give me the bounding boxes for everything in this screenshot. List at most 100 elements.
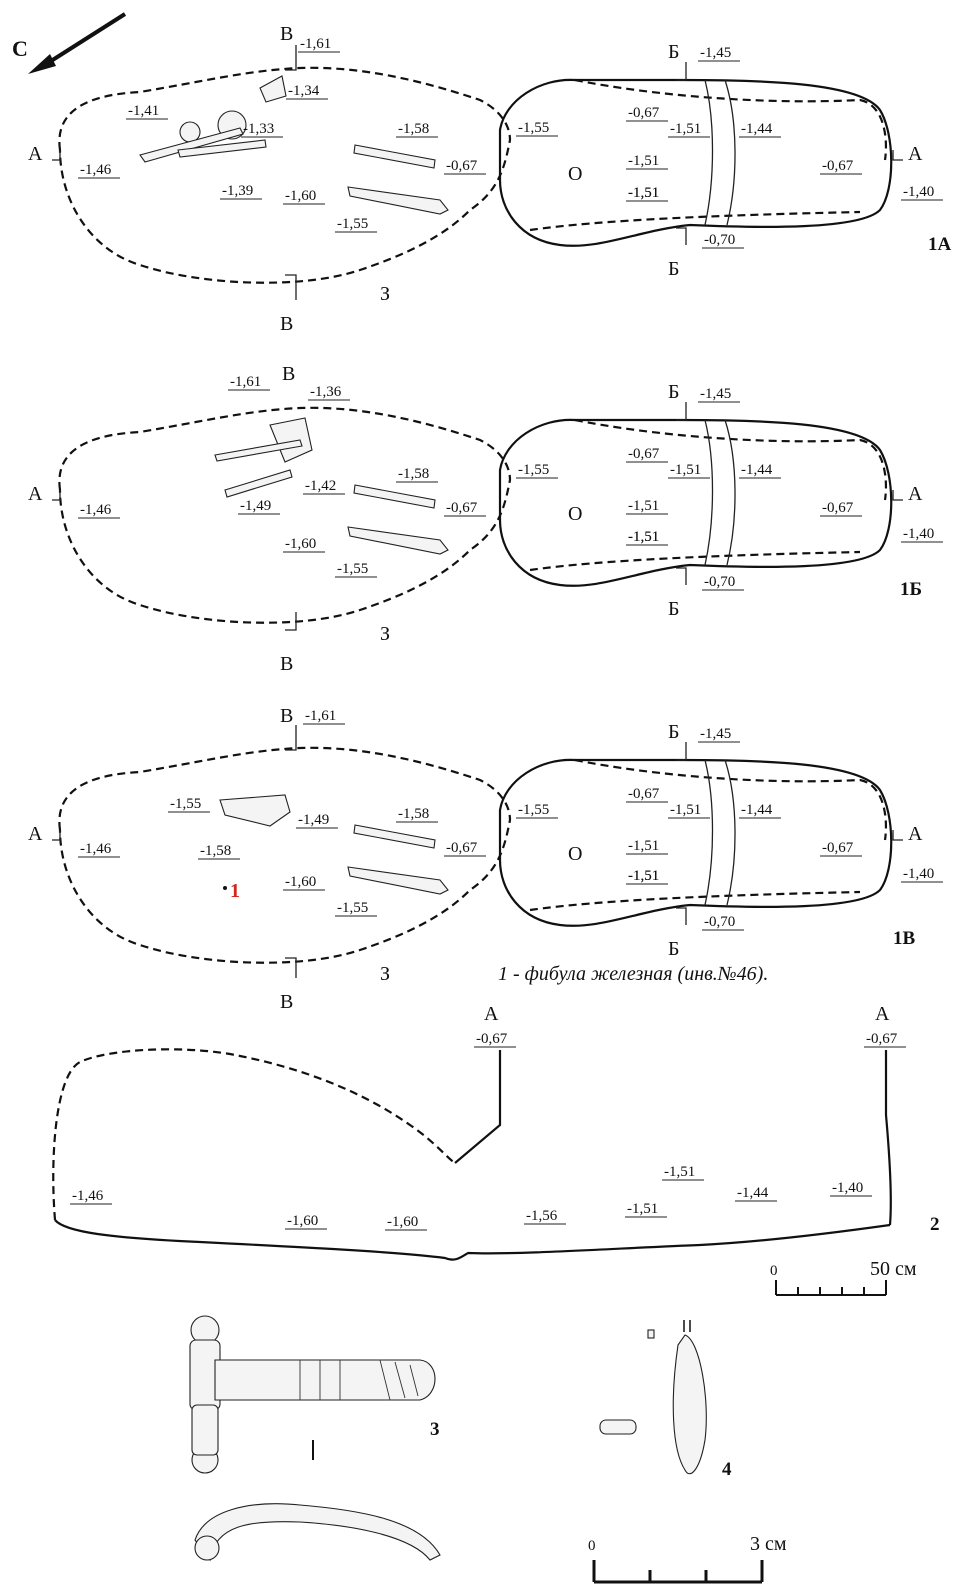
depth-label: -1,45 (700, 386, 731, 402)
depth-label: -1,46 (80, 841, 112, 857)
scale-bar-3cm: 0 3 см (588, 1533, 787, 1584)
scale-bar-50cm: 0 50 см (770, 1258, 917, 1296)
depth-label: -1,46 (80, 502, 112, 518)
depth-label: -1,60 (285, 536, 316, 552)
depth-label: -1,55 (518, 802, 549, 818)
section-label-a1: А (875, 1003, 890, 1025)
profile-top-right-depth: -0,67 (866, 1031, 898, 1047)
depth-label: -1,60 (285, 188, 316, 204)
section-label-a1: А (28, 483, 43, 505)
section-label-a: А (908, 823, 923, 845)
profile-top-left-depth: -0,67 (476, 1031, 508, 1047)
profile-depth-label: -1,51 (627, 1201, 658, 1217)
ground-mark-z: З (380, 283, 390, 305)
section-label-b: Б (668, 598, 679, 620)
depth-label: -0,67 (446, 158, 478, 174)
section-label-b: Б (668, 258, 679, 280)
depth-label: -1,49 (240, 498, 271, 514)
depth-label: -1,60 (285, 874, 316, 890)
depth-label: -1,55 (518, 120, 549, 136)
depth-label: -1,40 (903, 526, 934, 542)
north-arrow: С (12, 12, 127, 74)
ground-mark-z: З (380, 963, 390, 985)
depth-label: -1,51 (628, 153, 659, 169)
depth-label: -0,70 (704, 914, 735, 930)
section-label-a1: А (28, 823, 43, 845)
finds-drawings: 3 4 0 3 см (189, 1315, 787, 1584)
skeleton-remains (139, 75, 449, 215)
depth-label: -0,67 (628, 786, 660, 802)
depth-labels: -1,61-1,34-1,41-1,33-1,46-1,39-1,60-1,58… (70, 36, 943, 1231)
depth-label: -1,51 (628, 868, 659, 884)
depth-label: -1,44 (741, 802, 773, 818)
section-label-a: А (908, 483, 923, 505)
section-label-v: В (280, 313, 293, 335)
section-label-a: А (908, 143, 923, 165)
depth-label: -1,61 (230, 374, 261, 390)
profile-depth-label: -1,40 (832, 1180, 863, 1196)
skeleton-remains (214, 417, 449, 555)
ground-mark-o: О (568, 843, 582, 865)
depth-label: -1,58 (398, 121, 429, 137)
depth-label: -0,67 (628, 105, 660, 121)
section-label-b1: Б (668, 41, 679, 63)
depth-label: -1,55 (337, 216, 368, 232)
depth-label: -0,67 (628, 446, 660, 462)
depth-label: -1,45 (700, 45, 731, 61)
section-label-a: А (484, 1003, 499, 1025)
depth-label: -1,51 (628, 838, 659, 854)
find-label-4: 4 (722, 1459, 732, 1480)
depth-label: -1,46 (80, 162, 112, 178)
section-label-a1: А (28, 143, 43, 165)
section-label-b1: Б (668, 381, 679, 403)
depth-label: -1,55 (170, 796, 201, 812)
scale-max: 3 см (750, 1533, 787, 1555)
depth-label: -1,42 (305, 478, 336, 494)
depth-label: -1,40 (903, 866, 934, 882)
depth-label: -1,61 (300, 36, 331, 52)
ground-mark-o: О (568, 163, 582, 185)
depth-label: -1,51 (628, 529, 659, 545)
compass-label: С (12, 36, 28, 61)
depth-label: -0,67 (822, 158, 854, 174)
panel-label-2: 2 (930, 1214, 940, 1235)
panel-label-1a: 1А (928, 234, 952, 255)
ground-mark-o: О (568, 503, 582, 525)
depth-label: -1,51 (628, 185, 659, 201)
find-label-3: 3 (430, 1419, 440, 1440)
profile-depth-label: -1,60 (287, 1213, 318, 1229)
scale-max: 50 см (870, 1258, 917, 1280)
depth-label: -1,51 (628, 868, 659, 884)
depth-label: -1,58 (200, 843, 231, 859)
depth-label: -1,51 (628, 498, 659, 514)
section-label-b1: Б (668, 721, 679, 743)
plan-1a: А А В В Б Б О З 1А (28, 23, 952, 335)
depth-label: -1,39 (222, 183, 253, 199)
depth-label: -1,55 (337, 561, 368, 577)
depth-label: -0,67 (446, 840, 478, 856)
plan-1b: А А В В Б Б О З 1Б (28, 363, 923, 675)
scale-zero: 0 (770, 1263, 778, 1279)
plan-1v: А А В В Б Б 1 О З 1В 1 - фибула железная… (28, 705, 923, 1013)
depth-label: -1,61 (305, 708, 336, 724)
stone-tool-drawing: 4 (599, 1320, 732, 1480)
section-profile-2: А А 2 0 50 см (52, 1003, 940, 1296)
depth-label: -1,58 (398, 806, 429, 822)
panel-label-1b: 1Б (900, 579, 922, 600)
depth-label: -1,55 (337, 900, 368, 916)
depth-label: -1,51 (628, 529, 659, 545)
section-label-v1: В (282, 363, 295, 385)
depth-label: -0,67 (822, 840, 854, 856)
depth-label: -0,70 (704, 232, 735, 248)
section-label-v1: В (280, 23, 293, 45)
depth-label: -1,36 (310, 384, 342, 400)
profile-depth-label: -1,44 (737, 1185, 769, 1201)
depth-label: -1,45 (700, 726, 731, 742)
depth-label: -1,51 (670, 802, 701, 818)
depth-label: -1,44 (741, 121, 773, 137)
profile-depth-label: -1,51 (664, 1164, 695, 1180)
ground-mark-z: З (380, 623, 390, 645)
depth-label: -1,41 (128, 103, 159, 119)
depth-label: -1,51 (670, 121, 701, 137)
depth-label: -0,67 (822, 500, 854, 516)
